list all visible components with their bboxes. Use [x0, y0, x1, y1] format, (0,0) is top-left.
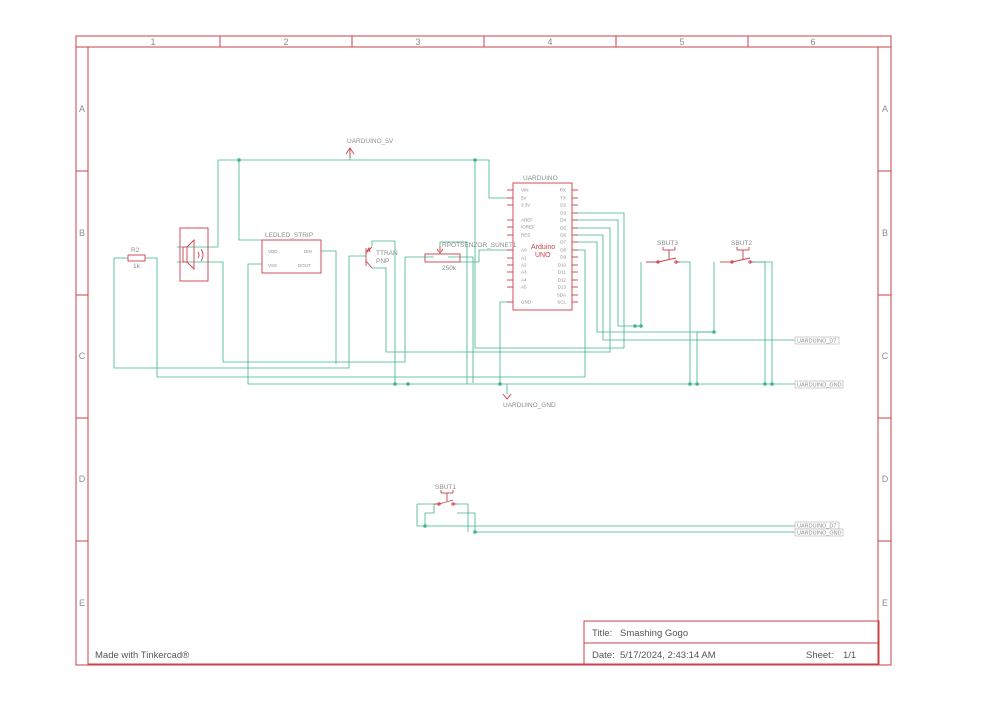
led-pin-vss: VSS: [268, 263, 277, 268]
row-label-e-left: E: [79, 598, 85, 608]
row-label-c-left: C: [79, 351, 86, 361]
resistor-value: 1k: [133, 263, 141, 270]
led-pin-dout: DOUT: [298, 263, 311, 268]
col-label-4: 4: [547, 37, 552, 47]
date-value: 5/17/2024, 2:43:14 AM: [620, 650, 716, 661]
potentiometer-value: 250k: [442, 265, 457, 272]
arduino-left-pin-label: A2: [521, 263, 527, 268]
net-tag-d7-top: UARDUINO_D7: [794, 336, 840, 345]
arduino-brand: Arduino: [531, 244, 555, 251]
led-strip-label: LEDLED_STRIP: [265, 232, 313, 239]
sheet-value: 1/1: [843, 650, 856, 661]
button2-label: SBUT2: [731, 240, 752, 247]
arduino-right-pin-label: D12: [558, 278, 567, 283]
col-label-6: 6: [810, 37, 815, 47]
supply-5v-symbol: UARDUINO_5V: [345, 138, 394, 158]
ground-label: UARDUINO_GND: [503, 402, 556, 409]
arduino-left-pin-label: VIN: [521, 188, 529, 193]
col-label-3: 3: [415, 37, 420, 47]
arduino-uno: UARDUINO Arduino UNO VIN 5V 3.3V AREF IOREF R…: [507, 175, 578, 311]
arduino-right-pin-label: D7: [560, 240, 566, 245]
row-label-d-left: D: [79, 474, 86, 484]
arduino-left-pin-label: RES: [521, 233, 530, 238]
transistor-pnp: TTRAN PNP: [365, 246, 398, 269]
sheet-label: Sheet:: [806, 650, 833, 661]
arduino-left-pin-label: 3.3V: [521, 203, 530, 208]
row-label-d-right: D: [882, 474, 889, 484]
button-sbut2: SBUT2: [720, 240, 754, 264]
button3-label: SBUT3: [657, 240, 678, 247]
title-label: Title:: [592, 628, 612, 639]
arduino-right-pin-label: D3: [560, 211, 566, 216]
arduino-left-pin-label: AREF: [521, 218, 533, 223]
arduino-left-pin-label: 5V: [521, 196, 527, 201]
net-tag-d7-top-text: UARDUINO_D7: [797, 339, 836, 345]
arduino-left-pin-label: A4: [521, 278, 527, 283]
button-sbut3: SBUT3: [646, 240, 680, 264]
row-label-c-right: C: [882, 351, 889, 361]
date-label: Date:: [592, 650, 615, 661]
row-label-b-right: B: [882, 228, 888, 238]
outer-frame: [75, 35, 892, 666]
row-label-a-left: A: [79, 104, 85, 114]
led-pin-din: DIN: [304, 249, 312, 254]
potentiometer: RPOTSENZOR_SUNET1 250k: [424, 242, 517, 272]
net-tag-gnd-top-text: UARDUINO_GND: [797, 383, 842, 389]
net-tag-gnd-top: UARDUINO_GND: [794, 380, 844, 389]
arduino-right-pin-label: D11: [558, 270, 566, 275]
col-label-2: 2: [283, 37, 288, 47]
arduino-right-pin-label: SDA: [557, 293, 566, 298]
button-sbut1: SBUT1: [434, 484, 457, 506]
arduino-left-pin-label: A3: [521, 270, 527, 275]
title-block: Title: Smashing Gogo Date: 5/17/2024, 2:…: [583, 620, 880, 665]
arduino-left-pin-label: A5: [521, 285, 527, 290]
col-label-5: 5: [679, 37, 684, 47]
arduino-right-pin-label: D2: [560, 203, 566, 208]
potentiometer-name: RPOTSENZOR_SUNET1: [442, 242, 517, 249]
resistor-r2: R2 1k: [127, 247, 146, 270]
transistor-type: PNP: [376, 258, 389, 265]
arduino-left-pin-label: A1: [521, 256, 527, 261]
row-label-e-right: E: [882, 598, 888, 608]
arduino-name: UARDUINO: [523, 175, 558, 182]
arduino-right-pin-label: D8: [560, 248, 566, 253]
arduino-right-pin-label: SCL: [557, 300, 566, 305]
speaker: [179, 227, 209, 282]
arduino-right-pin-label: D5: [560, 226, 566, 231]
title-value: Smashing Gogo: [620, 628, 688, 639]
arduino-right-pin-label: D10: [558, 263, 567, 268]
net-tag-d7-bottom: UARDUINO_D7: [794, 521, 840, 530]
inner-border: [87, 46, 879, 665]
arduino-right-pin-label: D6: [560, 233, 566, 238]
arduino-left-pin-label: A0: [521, 248, 527, 253]
ground-symbol: UARDUINO_GND: [502, 393, 556, 409]
col-label-1: 1: [150, 37, 155, 47]
net-tag-gnd-bottom: UARDUINO_GND: [794, 528, 844, 537]
wires: [113, 150, 795, 533]
arduino-right-pin-label: D9: [560, 255, 566, 260]
row-label-b-left: B: [79, 228, 85, 238]
arduino-right-pin-label: D4: [560, 218, 566, 223]
row-label-a-right: A: [882, 104, 888, 114]
resistor-name: R2: [131, 247, 140, 254]
arduino-right-pin-label: D13: [558, 285, 567, 290]
button1-label: SBUT1: [435, 484, 456, 491]
arduino-right-pin-label: RX: [560, 188, 566, 193]
net-tag-d7-bottom-text: UARDUINO_D7: [797, 524, 836, 530]
supply-5v-label: UARDUINO_5V: [347, 138, 394, 145]
arduino-model: UNO: [535, 252, 551, 259]
junction-dots: [237, 158, 774, 534]
transistor-name: TTRAN: [376, 250, 398, 257]
led-strip: LEDLED_STRIP VDD DIN VSS DOUT: [261, 232, 322, 274]
tinkercad-credit: Made with Tinkercad®: [95, 650, 189, 661]
net-tag-gnd-bottom-text: UARDUINO_GND: [797, 531, 842, 537]
arduino-left-pin-label: IOREF: [521, 225, 535, 230]
arduino-right-pin-label: TX: [560, 196, 566, 201]
led-pin-vdd: VDD: [268, 249, 278, 254]
arduino-left-pin-label: GND: [521, 300, 532, 305]
